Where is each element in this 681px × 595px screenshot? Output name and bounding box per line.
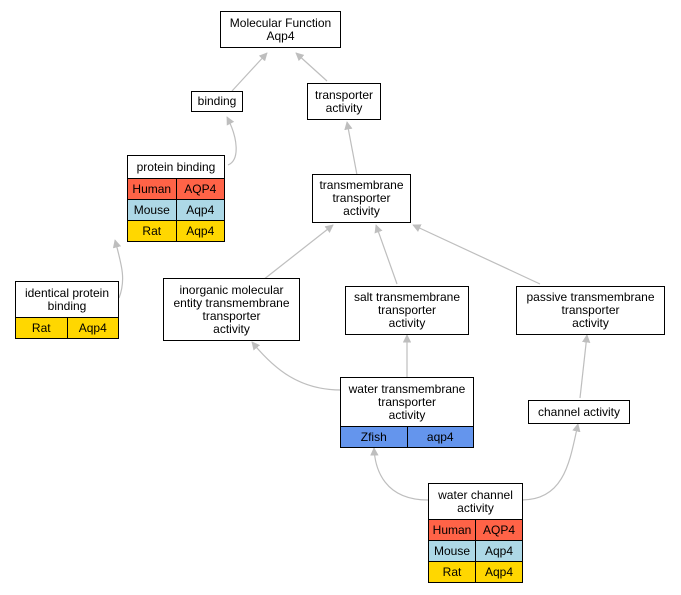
gene-row: Human AQP4 [128, 178, 224, 199]
gene-row: Rat Aqp4 [128, 220, 224, 241]
species-cell: Human [128, 179, 176, 199]
node-label: Molecular Function Aqp4 [229, 15, 332, 43]
node-inorganic-molecular-entity[interactable]: inorganic molecular entity transmembrane… [163, 278, 300, 341]
node-transporter-activity[interactable]: transporter activity [307, 83, 381, 120]
gene-row: Rat Aqp4 [429, 561, 522, 582]
gene-row: Zfish aqp4 [341, 426, 473, 447]
edge-transmembrane-to-transporter [344, 121, 358, 176]
gene-cell: AQP4 [475, 520, 522, 540]
species-cell: Rat [128, 221, 176, 241]
node-identical-protein-binding[interactable]: identical protein binding Rat Aqp4 [15, 281, 119, 339]
node-label: channel activity [537, 404, 621, 419]
node-label: protein binding [136, 159, 216, 174]
node-water-transmembrane[interactable]: water transmembrane transporter activity… [340, 377, 474, 448]
species-cell: Rat [16, 318, 67, 338]
node-transmembrane-transporter-activity[interactable]: transmembrane transporter activity [312, 174, 411, 223]
edge-inorganic-to-transmembrane [262, 224, 334, 281]
edge-passive-to-transmembrane [412, 224, 541, 285]
node-label: water channel activity [438, 487, 513, 515]
node-salt-transmembrane[interactable]: salt transmembrane transporter activity [345, 286, 469, 335]
node-channel-activity[interactable]: channel activity [528, 400, 630, 424]
node-label: inorganic molecular entity transmembrane… [173, 282, 290, 336]
gene-row: Mouse Aqp4 [429, 540, 522, 561]
node-protein-binding[interactable]: protein binding Human AQP4 Mouse Aqp4 Ra… [127, 155, 225, 242]
gene-row: Mouse Aqp4 [128, 199, 224, 220]
gene-cell: Aqp4 [475, 541, 522, 561]
node-label: transporter activity [314, 87, 374, 115]
species-cell: Zfish [341, 427, 407, 447]
node-label: identical protein binding [24, 285, 110, 313]
gene-cell: AQP4 [175, 179, 224, 199]
gene-row: Rat Aqp4 [16, 317, 118, 338]
gene-cell: Aqp4 [175, 221, 224, 241]
species-cell: Rat [429, 562, 475, 582]
node-label: transmembrane transporter activity [319, 178, 404, 218]
node-label: water transmembrane transporter activity [348, 381, 466, 422]
edge-water-channel-to-channel [521, 423, 581, 501]
node-molecular-function[interactable]: Molecular Function Aqp4 [220, 11, 341, 48]
species-cell: Mouse [128, 200, 176, 220]
edge-identical-to-protein-binding [112, 239, 124, 299]
edge-protein-binding-to-binding [226, 116, 237, 166]
edge-transporter-to-molecular-function [295, 52, 328, 82]
species-cell: Human [429, 520, 475, 540]
edge-channel-to-passive [579, 334, 591, 399]
node-label: passive transmembrane transporter activi… [526, 290, 655, 330]
node-binding[interactable]: binding [191, 91, 243, 112]
node-label: binding [197, 94, 237, 108]
node-passive-transmembrane[interactable]: passive transmembrane transporter activi… [516, 286, 665, 335]
node-label: salt transmembrane transporter activity [353, 290, 461, 330]
edge-water-to-inorganic [251, 341, 342, 391]
gene-cell: aqp4 [406, 427, 473, 447]
node-water-channel-activity[interactable]: water channel activity Human AQP4 Mouse … [428, 483, 523, 583]
gene-row: Human AQP4 [429, 519, 522, 540]
gene-cell: Aqp4 [475, 562, 522, 582]
edge-binding-to-molecular-function [231, 52, 268, 92]
edge-salt-to-transmembrane [374, 224, 398, 285]
edge-water-channel-to-water [370, 447, 429, 501]
gene-cell: Aqp4 [175, 200, 224, 220]
gene-cell: Aqp4 [66, 318, 118, 338]
species-cell: Mouse [429, 541, 475, 561]
